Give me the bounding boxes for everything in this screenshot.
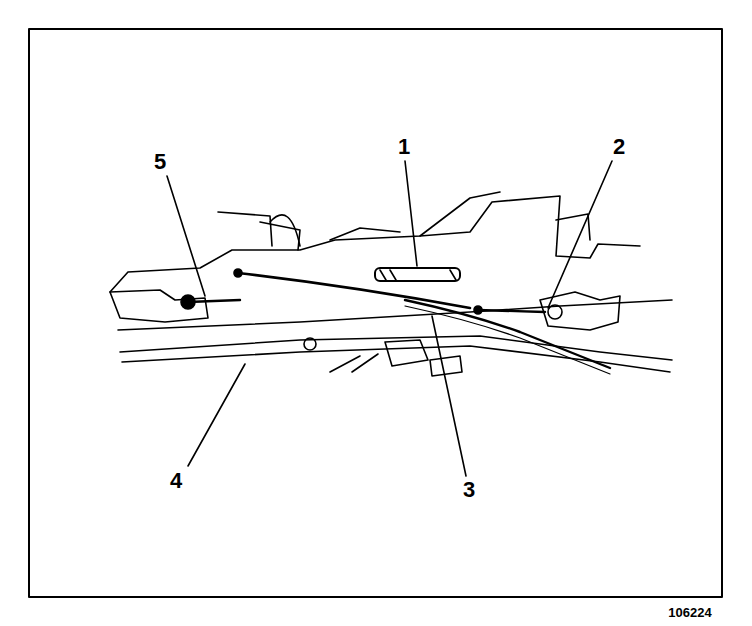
cable-end: [474, 306, 482, 314]
callout-number: 1: [398, 136, 410, 158]
cable-rod: [188, 300, 240, 302]
floor-detail: [330, 192, 500, 240]
clevis: [548, 305, 562, 319]
floor-detail: [556, 214, 590, 240]
body-panel: [270, 215, 300, 246]
rail-detail: [330, 354, 378, 372]
callout-number: 5: [154, 151, 166, 173]
frame-rail: [118, 300, 672, 330]
leader-line: [432, 316, 466, 476]
figure-number: 106224: [668, 606, 711, 619]
equalizer-detail: [380, 270, 456, 280]
frame-border: [29, 29, 722, 597]
body-panel: [218, 212, 300, 250]
cable-end: [234, 269, 242, 277]
leader-line: [548, 161, 612, 308]
callout-number: 3: [463, 479, 475, 501]
brake-cable: [405, 306, 610, 374]
leader-line: [188, 364, 245, 466]
brake-cable: [238, 273, 470, 308]
callout-number: 2: [613, 136, 625, 158]
equalizer: [375, 268, 460, 281]
callout-number: 4: [170, 470, 182, 492]
bracket: [110, 290, 208, 322]
bracket: [385, 340, 462, 376]
leader-line: [405, 161, 417, 266]
leader-line: [167, 176, 205, 296]
cable-rod: [478, 310, 545, 312]
bolt: [304, 338, 316, 350]
